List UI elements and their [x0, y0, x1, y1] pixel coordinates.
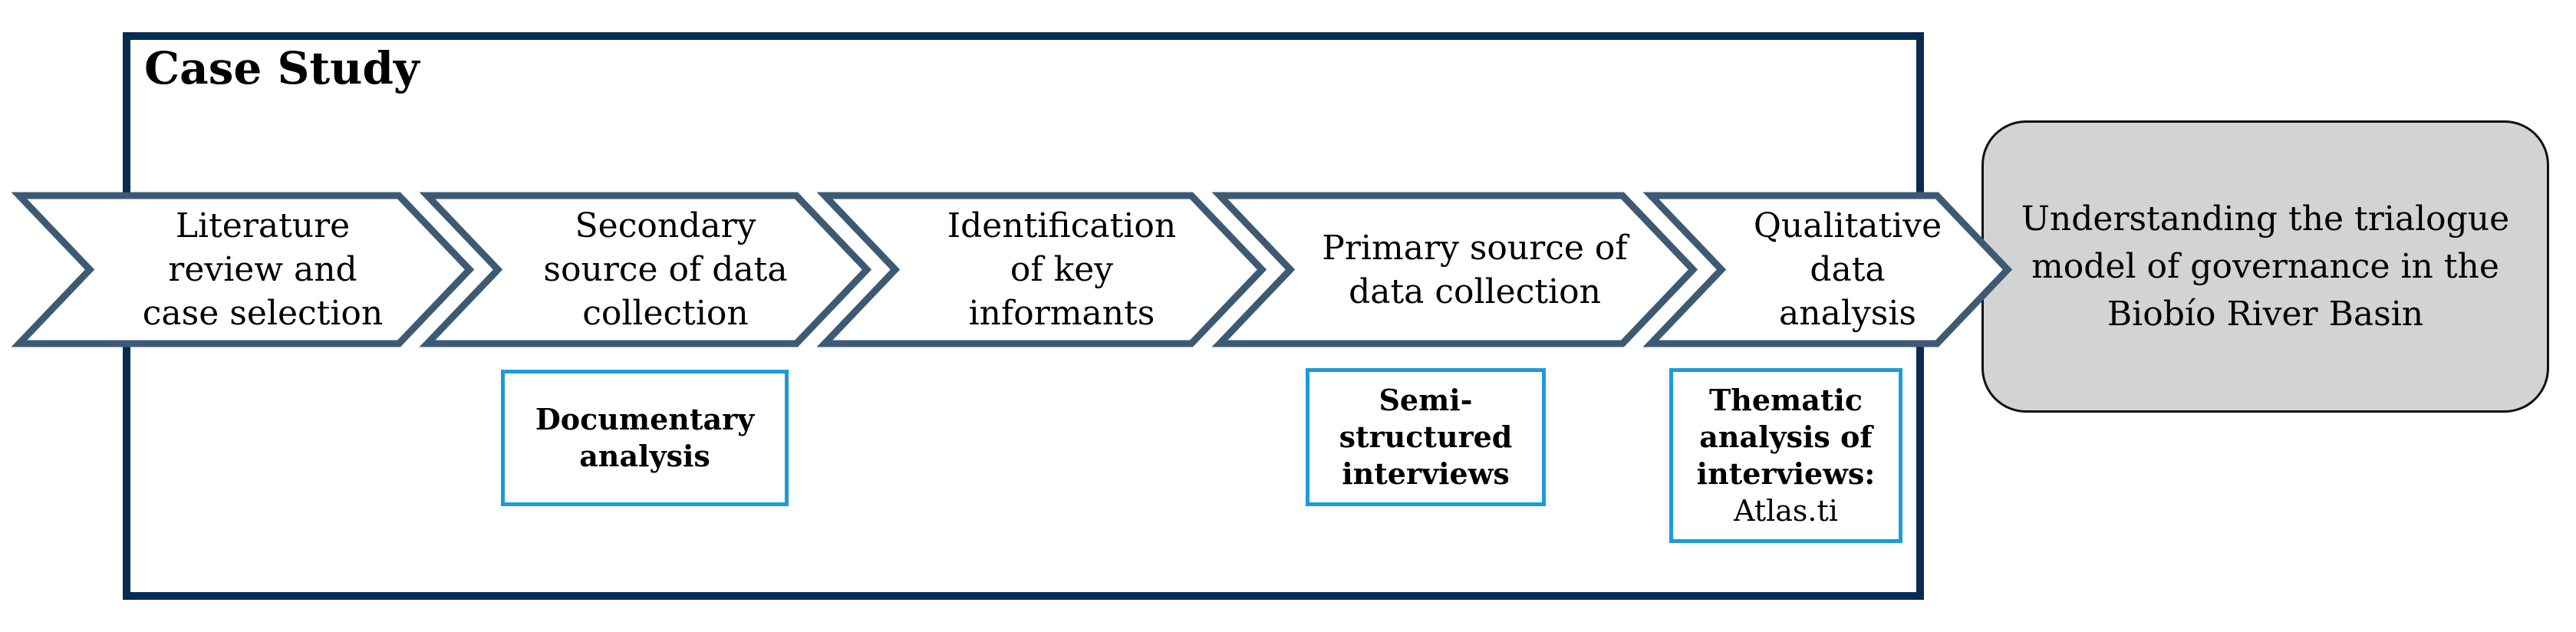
chevron-shape	[1211, 192, 1698, 347]
arrow-label-line: of key	[1010, 250, 1114, 289]
arrow-label-line: data	[1810, 250, 1886, 289]
arrow-label-line: data collection	[1349, 272, 1601, 311]
method-box-line: interviews	[1342, 456, 1510, 491]
outcome-text-line: Biobío River Basin	[2107, 294, 2424, 334]
process-arrow-literature-review: Literature review and case selection	[11, 192, 475, 347]
case-study-title: Case Study	[144, 42, 420, 94]
chevron-shape	[816, 192, 1267, 347]
method-box-line: analysis	[579, 439, 710, 473]
arrow-label-line: analysis	[1779, 294, 1916, 333]
process-arrow-identification-informants: Identification of key informants	[816, 192, 1267, 347]
outcome-text-line: model of governance in the	[2031, 246, 2499, 286]
arrow-label-line: source of data	[543, 250, 788, 289]
chevron-shape	[11, 192, 475, 347]
process-arrow-secondary-source: Secondary source of data collection	[419, 192, 872, 347]
outcome-box: Understanding the trialogue model of gov…	[1981, 120, 2549, 413]
method-box-line: Semi-	[1379, 383, 1473, 417]
arrow-label: Identification of key informants	[901, 196, 1222, 344]
arrow-label-line: collection	[582, 294, 749, 333]
arrow-label-line: Primary source of	[1322, 228, 1628, 268]
arrow-label: Secondary source of data collection	[504, 196, 827, 344]
arrow-label-line: Secondary	[575, 206, 756, 245]
arrow-label-line: informants	[968, 294, 1155, 333]
method-box-line: analysis of	[1699, 420, 1873, 454]
method-box-documentary-analysis: Documentary analysis	[501, 370, 789, 506]
method-box-line: interviews:	[1696, 456, 1876, 491]
method-box-line: Documentary	[535, 402, 755, 436]
chevron-shape	[419, 192, 872, 347]
arrow-label: Primary source of data collection	[1296, 196, 1653, 344]
chevron-shape	[1642, 192, 2013, 347]
method-box-tool-name: Atlas.ti	[1734, 494, 1838, 528]
process-arrow-primary-source: Primary source of data collection	[1211, 192, 1698, 347]
process-arrow-qualitative-analysis: Qualitative data analysis	[1642, 192, 2013, 347]
arrow-label-line: review and	[168, 250, 357, 289]
method-box-semi-structured-interviews: Semi- structured interviews	[1306, 368, 1546, 506]
method-box-line: structured	[1339, 420, 1513, 454]
outcome-text-line: Understanding the trialogue	[2021, 199, 2510, 239]
method-box-thematic-analysis: Thematic analysis of interviews: Atlas.t…	[1669, 368, 1902, 543]
arrow-label-line: Identification	[947, 206, 1177, 245]
method-box-line: Thematic	[1708, 383, 1863, 417]
arrow-label: Qualitative data analysis	[1728, 196, 1968, 344]
arrow-label-line: Literature	[175, 206, 351, 245]
arrow-label-line: case selection	[142, 294, 384, 333]
arrow-label: Literature review and case selection	[96, 196, 430, 344]
arrow-label-line: Qualitative	[1753, 206, 1942, 245]
